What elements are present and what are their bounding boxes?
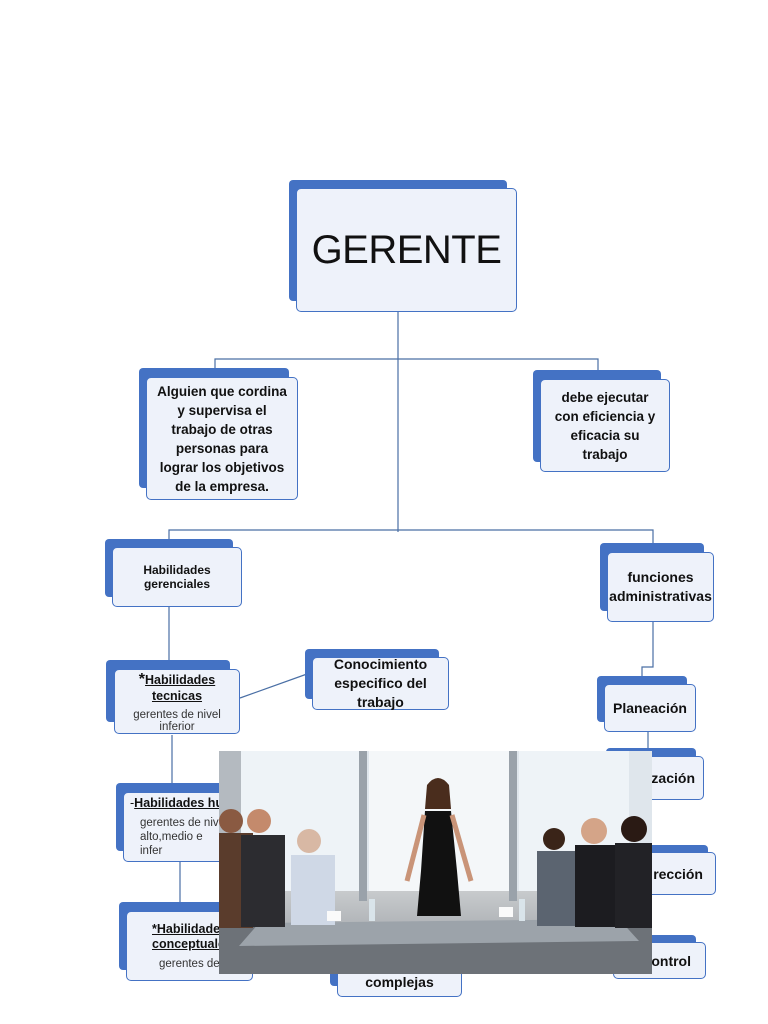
business-meeting-photo <box>219 751 652 974</box>
funciones-node: funciones administrativas <box>600 543 716 625</box>
efficiency-text: debe ejecutar con eficiencia y eficacia … <box>554 389 656 462</box>
direccion-text: rección <box>653 865 703 882</box>
humanas-sub: gerentes de niv alto,medio e infer <box>140 817 219 857</box>
tecnicas-title: *Habilidades tecnicas <box>138 670 216 703</box>
control-text: ontrol <box>651 952 691 969</box>
efficiency-node: debe ejecutar con eficiencia y eficacia … <box>533 370 673 474</box>
tecnicas-node: *Habilidades tecnicas gerentes de nivel … <box>106 660 242 737</box>
habilidades-text: Habilidades gerenciales <box>143 563 211 591</box>
planeacion-node: Planeación <box>597 676 698 734</box>
gerente-title: GERENTE <box>311 227 502 272</box>
tecnicas-sub: gerentes de nivel inferior <box>133 708 221 733</box>
planeacion-text: Planeación <box>613 700 687 716</box>
conocimiento-text: Conocimiento especifico del trabajo <box>333 656 428 710</box>
habilidades-node: Habilidades gerenciales <box>105 539 245 610</box>
complejas-text: complejas <box>365 974 434 990</box>
gerente-node: GERENTE <box>289 180 519 315</box>
organizacion-text: nización <box>638 770 695 786</box>
conceptuales-title: *Habilidades conceptuales <box>152 922 232 951</box>
definition-node: Alguien que cordina y supervisa el traba… <box>139 368 301 503</box>
conocimiento-node: Conocimiento especifico del trabajo <box>305 649 451 712</box>
funciones-text: funciones administrativas <box>609 569 712 604</box>
meeting-illustration <box>219 751 652 974</box>
humanas-title: -Habilidades huma <box>130 796 242 810</box>
definition-text: Alguien que cordina y supervisa el traba… <box>157 383 287 494</box>
